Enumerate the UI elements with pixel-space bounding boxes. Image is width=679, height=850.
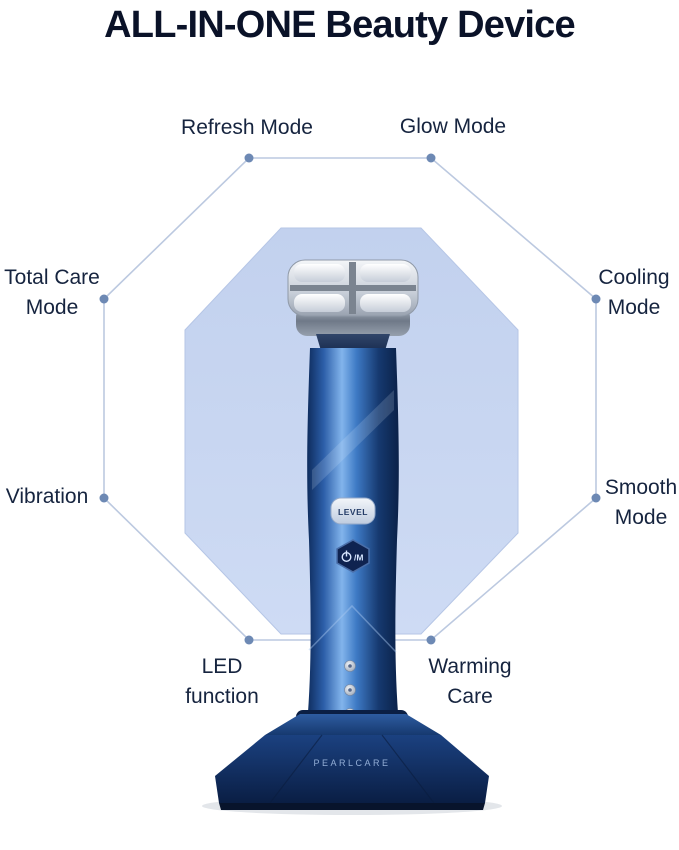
base-facet-edge — [381, 734, 435, 804]
vertex-dot — [591, 294, 601, 304]
vertex-dot — [244, 153, 254, 163]
vertex-dot — [426, 153, 436, 163]
indicator-icon — [344, 660, 356, 672]
base-bottom-rim — [219, 803, 485, 810]
vertex-dot — [426, 635, 436, 645]
base-facet-edge — [269, 734, 323, 804]
label-total-care-mode: Total Care Mode — [4, 266, 100, 319]
brand-text: PEARLCARE — [313, 758, 390, 768]
head-pad — [294, 294, 345, 312]
power-button: /M — [336, 539, 370, 573]
vertex-dot — [591, 493, 601, 503]
label-warming-care: Warming Care — [428, 655, 512, 708]
level-button-face — [330, 497, 376, 525]
power-icon — [341, 550, 352, 563]
device-body: LEVEL /M — [307, 348, 399, 744]
vertex-dot — [99, 294, 109, 304]
device-head — [287, 259, 419, 354]
head-pad — [294, 264, 345, 282]
label-cooling-mode: Cooling Mode — [598, 266, 670, 319]
label-refresh-mode: Refresh Mode — [181, 116, 313, 140]
power-button-label: /M — [354, 553, 363, 563]
body-seam — [308, 604, 397, 653]
device-base: PEARLCARE — [215, 710, 489, 810]
label-vibration: Vibration — [5, 485, 89, 509]
label-led-function: LED function — [185, 655, 259, 708]
head-groove-horizontal — [290, 285, 416, 291]
body-shell — [307, 348, 399, 726]
label-glow-mode: Glow Mode — [399, 115, 507, 139]
head-pad — [360, 264, 411, 282]
page-title: ALL-IN-ONE Beauty Device — [104, 4, 575, 46]
level-button: LEVEL — [330, 497, 376, 525]
base-top-face — [265, 714, 441, 735]
power-button-face — [336, 539, 370, 573]
indicator-icon — [344, 684, 356, 696]
beauty-device: LEVEL /M — [202, 259, 502, 815]
level-button-label: LEVEL — [338, 507, 368, 517]
head-pad — [360, 294, 411, 312]
base-front — [215, 735, 489, 803]
label-smooth-mode: Smooth Mode — [604, 476, 678, 529]
vertex-dot — [244, 635, 254, 645]
body-glare — [312, 390, 394, 490]
radar-vertex-dots — [99, 153, 601, 645]
vertex-dot — [99, 493, 109, 503]
